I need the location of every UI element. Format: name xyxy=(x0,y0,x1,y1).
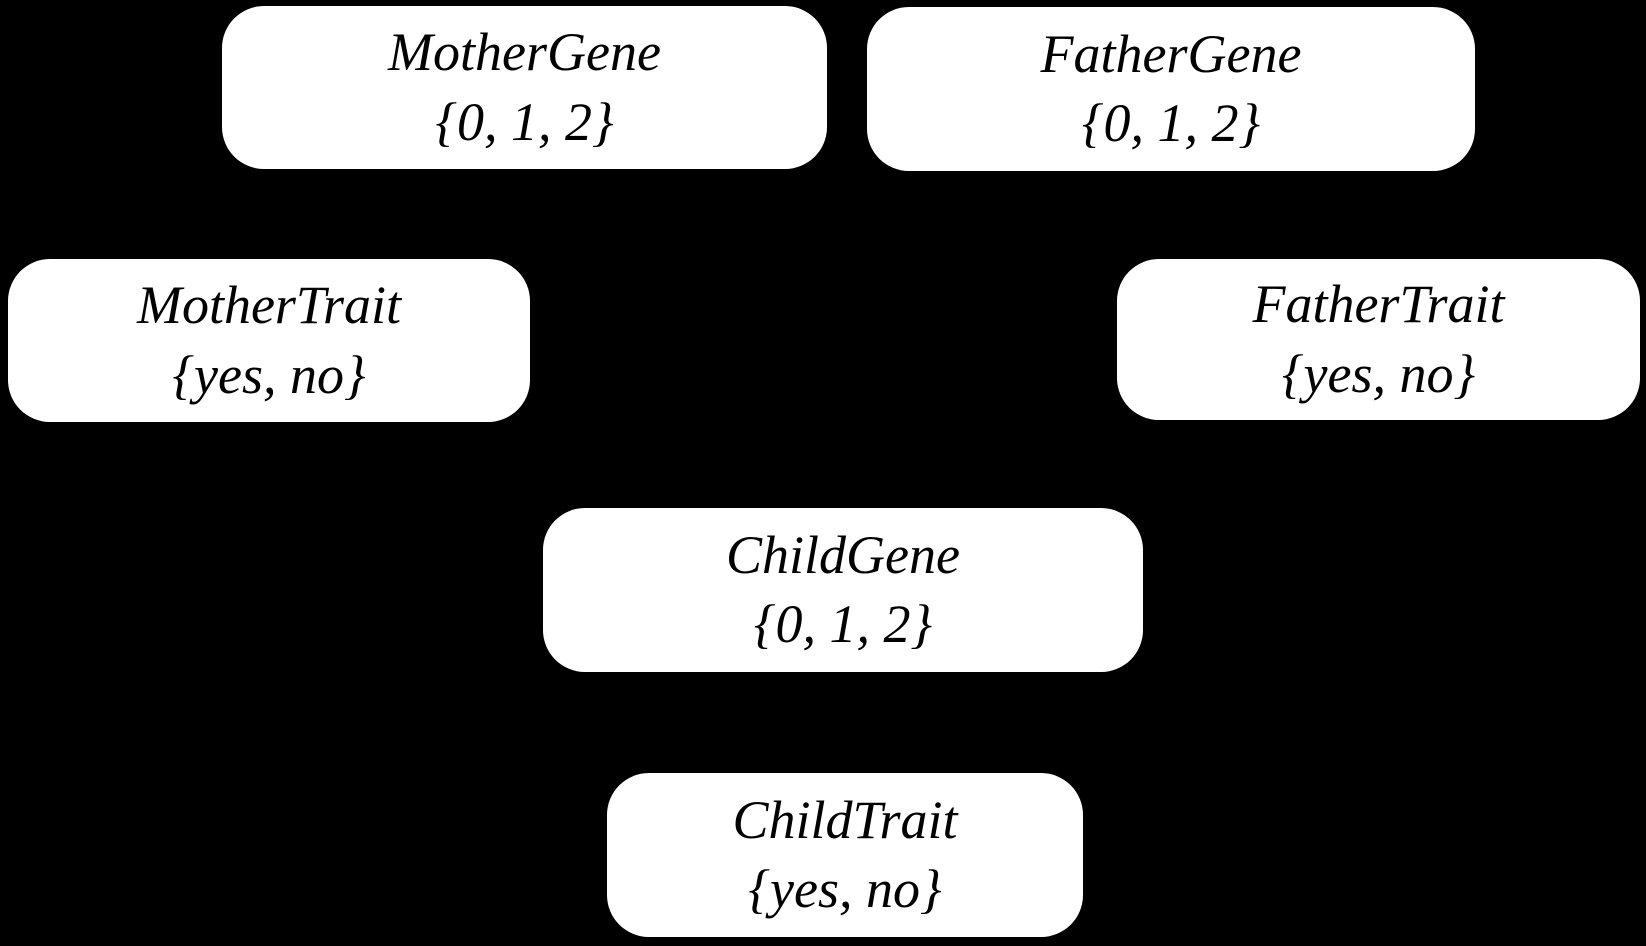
node-child-trait: ChildTrait {yes, no} xyxy=(607,773,1083,937)
node-mother-trait: MotherTrait {yes, no} xyxy=(8,259,530,422)
node-mother-gene-domain: {0, 1, 2} xyxy=(435,91,614,152)
node-child-trait-domain: {yes, no} xyxy=(748,859,942,919)
node-father-trait: FatherTrait {yes, no} xyxy=(1117,259,1640,420)
node-child-gene: ChildGene {0, 1, 2} xyxy=(543,508,1143,672)
node-child-gene-domain: {0, 1, 2} xyxy=(753,594,933,654)
node-father-trait-domain: {yes, no} xyxy=(1281,343,1476,404)
node-mother-gene: MotherGene {0, 1, 2} xyxy=(222,6,827,169)
node-father-gene-label: FatherGene xyxy=(1040,23,1302,84)
node-mother-trait-label: MotherTrait xyxy=(136,275,402,336)
node-child-trait-label: ChildTrait xyxy=(732,789,958,850)
node-father-gene-domain: {0, 1, 2} xyxy=(1081,93,1261,153)
node-mother-gene-label: MotherGene xyxy=(388,22,661,83)
node-mother-trait-domain: {yes, no} xyxy=(172,344,366,405)
node-child-gene-label: ChildGene xyxy=(726,524,960,585)
node-father-trait-label: FatherTrait xyxy=(1252,274,1505,335)
node-father-gene: FatherGene {0, 1, 2} xyxy=(867,7,1475,171)
